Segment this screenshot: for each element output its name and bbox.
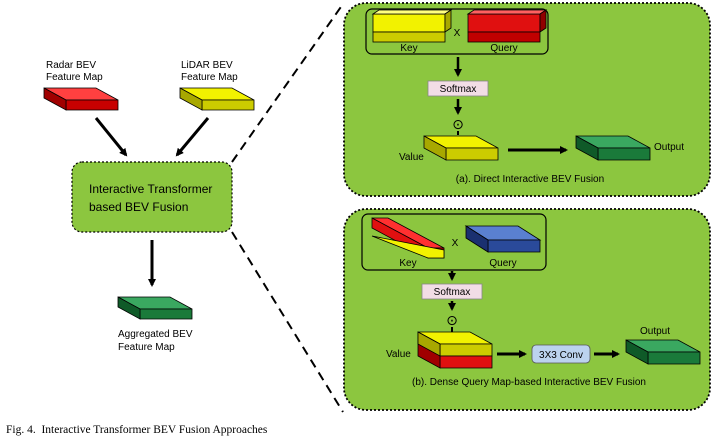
panel-b-key-label: Key bbox=[399, 258, 416, 269]
panel-b-value-block bbox=[417, 331, 493, 369]
panel-a-value-block bbox=[423, 135, 499, 161]
panel-a-softmax-label: Softmax bbox=[440, 84, 477, 95]
panel-b-kq-frame bbox=[361, 213, 547, 271]
panel-a-key-label: Key bbox=[400, 43, 417, 54]
diagram-canvas: Radar BEV Feature Map LiDAR BEV Feature … bbox=[43, 2, 711, 413]
panel-b-query-block bbox=[464, 225, 542, 253]
panel-a-value-label: Value bbox=[399, 152, 424, 163]
radar-label-line2: Feature Map bbox=[46, 72, 103, 83]
lidar-feature-block bbox=[179, 87, 255, 111]
panel-a-output-block bbox=[575, 135, 651, 161]
zoom-line-bottom bbox=[231, 231, 344, 413]
panel-a-times: X bbox=[454, 28, 461, 39]
radar-label-line1: Radar BEV bbox=[46, 60, 96, 71]
arrow-lidar-to-fusion bbox=[175, 117, 210, 157]
figure-caption: Fig. 4. Interactive Transformer BEV Fusi… bbox=[6, 424, 268, 436]
panel-b-softmax-box bbox=[421, 283, 483, 300]
panel-b-times: X bbox=[452, 238, 459, 249]
panel-a-output-label: Output bbox=[654, 142, 684, 153]
panel-b-softmax-label: Softmax bbox=[434, 287, 471, 298]
lidar-label-line2: Feature Map bbox=[181, 72, 238, 83]
panel-b-value-label: Value bbox=[386, 349, 411, 360]
panel-a-key-block bbox=[371, 9, 453, 43]
panel-a-caption: (a). Direct Interactive BEV Fusion bbox=[456, 174, 604, 185]
fusion-label-line2: based BEV Fusion bbox=[89, 200, 188, 214]
zoom-line-top bbox=[231, 3, 344, 163]
fusion-box bbox=[71, 161, 233, 233]
fusion-label-line1: Interactive Transformer bbox=[89, 182, 212, 196]
panel-a-query-label: Query bbox=[490, 43, 517, 54]
panel-a-query-block bbox=[466, 9, 548, 43]
panel-b-conv-label: 3X3 Conv bbox=[539, 350, 583, 361]
panel-b-output-label: Output bbox=[640, 326, 670, 337]
panel-a-dot-operator: ⊙ bbox=[452, 116, 464, 132]
aggregated-feature-block bbox=[117, 296, 193, 320]
panel-b-output-block bbox=[625, 339, 701, 365]
radar-feature-block bbox=[43, 87, 119, 111]
aggregated-label-line2: Feature Map bbox=[118, 342, 175, 353]
lidar-label-line1: LiDAR BEV bbox=[181, 60, 233, 71]
aggregated-label-line1: Aggregated BEV bbox=[118, 329, 193, 340]
panel-a-kq-frame bbox=[365, 8, 549, 55]
panel-b-key-block bbox=[371, 217, 445, 259]
panel-a-softmax-box bbox=[427, 80, 489, 97]
panel-b-conv-box bbox=[531, 344, 591, 364]
arrow-radar-to-fusion bbox=[94, 117, 128, 157]
panel-b-caption: (b). Dense Query Map-based Interactive B… bbox=[412, 377, 646, 388]
panel-b-dot-operator: ⊙ bbox=[446, 312, 458, 328]
panel-b-query-label: Query bbox=[489, 258, 516, 269]
